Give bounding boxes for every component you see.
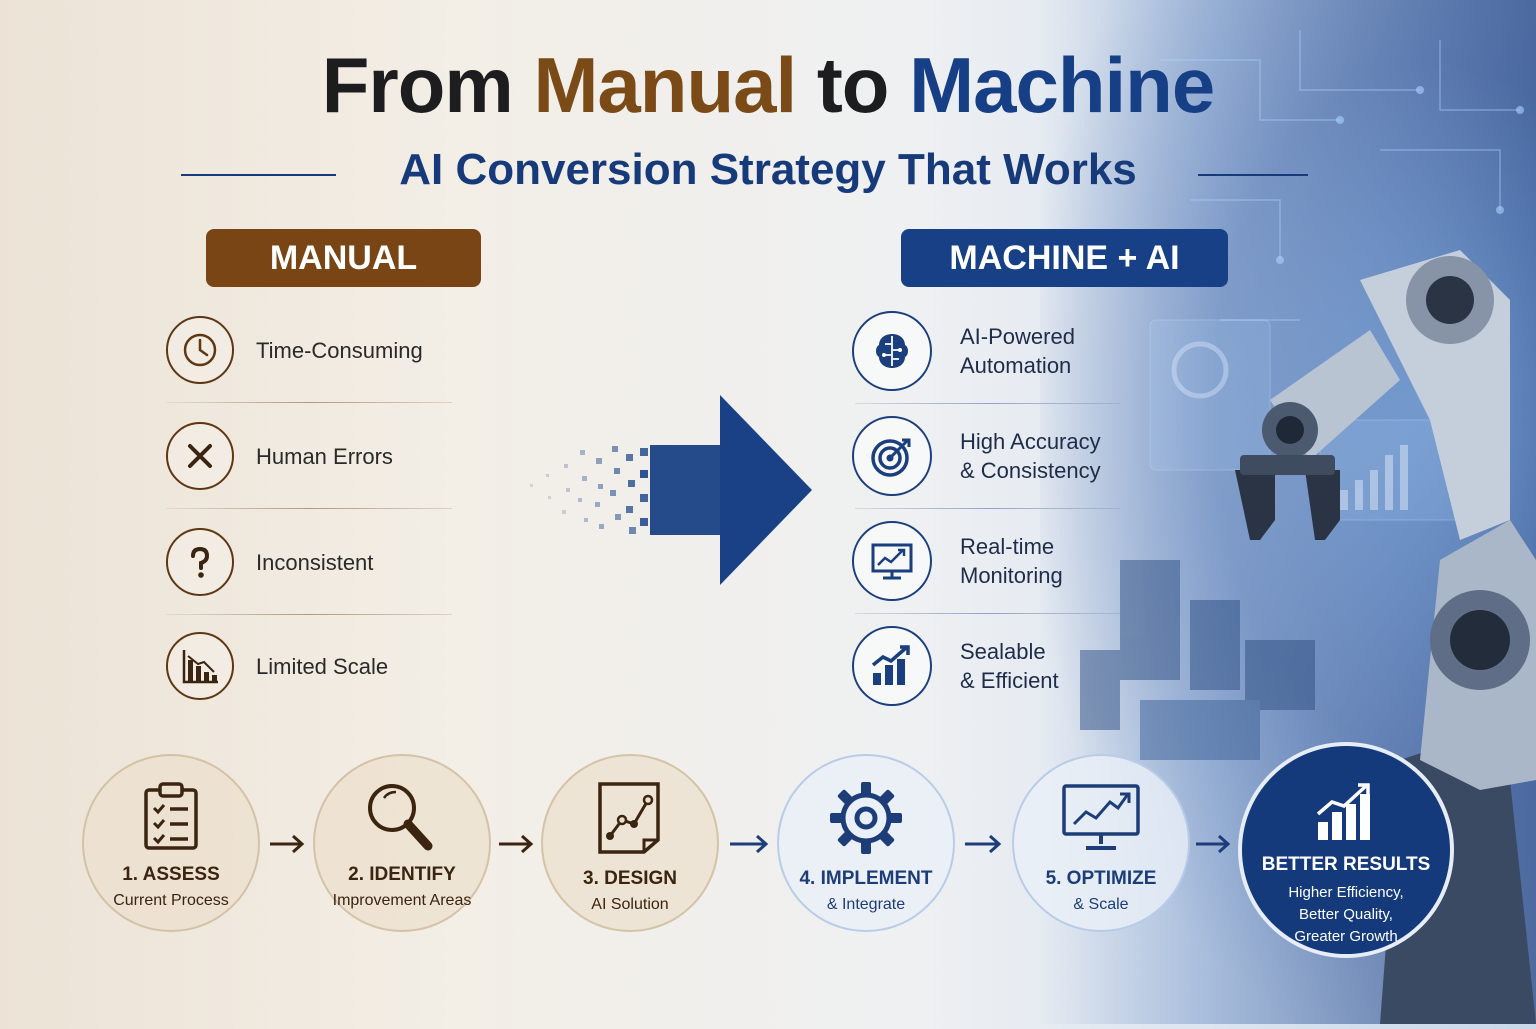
- machine-item-line1: Sealable: [960, 639, 1046, 664]
- step-optimize: 5. OPTIMIZE & Scale: [1012, 754, 1190, 932]
- machine-item-line2: & Consistency: [960, 458, 1101, 483]
- step-design: 3. DESIGN AI Solution: [541, 754, 719, 932]
- result-title: BETTER RESULTS: [1261, 854, 1431, 875]
- manual-item-text: Human Errors: [256, 443, 393, 469]
- machine-item-line2: Automation: [960, 353, 1072, 378]
- divider: [855, 403, 1120, 404]
- divider: [166, 508, 452, 509]
- arrow-right-icon: [730, 834, 769, 854]
- manual-item: Limited Scale: [166, 632, 388, 700]
- arrow-right-icon: [270, 834, 305, 854]
- title-part-to: to: [796, 41, 910, 129]
- title-part-manual: Manual: [533, 41, 797, 129]
- bar-chart-up-icon: [1316, 783, 1370, 840]
- gear-icon: [830, 782, 902, 854]
- step-title: 5. OPTIMIZE: [1045, 868, 1157, 889]
- title-part-from: From: [321, 41, 534, 129]
- divider: [855, 508, 1120, 509]
- result-description: Higher Efficiency, Better Quality, Great…: [1261, 882, 1431, 948]
- brain-icon: [852, 311, 932, 391]
- arrow-right-icon: [1196, 834, 1231, 854]
- machine-item-text: Sealable & Efficient: [960, 637, 1059, 695]
- arrow-right-icon: [499, 834, 534, 854]
- machine-item-text: AI-Powered Automation: [960, 322, 1075, 380]
- manual-item: Time-Consuming: [166, 316, 423, 384]
- page-title: From Manual to Machine: [0, 40, 1536, 131]
- step-title: 4. IMPLEMENT: [799, 868, 933, 889]
- subtitle-rule-left: [181, 174, 336, 176]
- machine-item-line1: Real-time: [960, 534, 1055, 559]
- monitor-chart-icon: [852, 521, 932, 601]
- result-line: Better Quality,: [1299, 906, 1393, 923]
- manual-item-text: Time-Consuming: [256, 337, 423, 363]
- result-line: Higher Efficiency,: [1288, 884, 1404, 901]
- target-icon: [852, 416, 932, 496]
- monitor-chart-icon: [1062, 784, 1140, 850]
- question-icon: [166, 528, 234, 596]
- machine-item-line2: & Efficient: [960, 668, 1059, 693]
- divider: [855, 613, 1120, 614]
- machine-item: AI-Powered Automation: [852, 311, 1075, 391]
- step-subtitle: AI Solution: [591, 896, 669, 913]
- manual-item-text: Limited Scale: [256, 653, 389, 679]
- manual-item: Inconsistent: [166, 528, 373, 596]
- declining-chart-icon: [166, 632, 234, 700]
- step-assess: 1. ASSESS Current Process: [82, 754, 260, 932]
- machine-item-line1: High Accuracy: [960, 429, 1101, 454]
- step-title: 3. DESIGN: [583, 868, 677, 889]
- step-identify: 2. IDENTIFY Improvement Areas: [313, 754, 491, 932]
- machine-ai-label: MACHINE + AI: [901, 229, 1228, 287]
- manual-item: Human Errors: [166, 422, 393, 490]
- subtitle-rule-right: [1198, 174, 1308, 176]
- machine-item-line2: Monitoring: [960, 563, 1063, 588]
- step-subtitle: & Scale: [1073, 896, 1129, 913]
- step-title: 1. ASSESS: [122, 864, 220, 885]
- transition-arrow-icon: [530, 395, 812, 585]
- machine-item: Sealable & Efficient: [852, 626, 1059, 706]
- step-subtitle: Current Process: [113, 892, 229, 909]
- manual-item-text: Inconsistent: [256, 549, 374, 575]
- title-part-machine: Machine: [909, 41, 1215, 129]
- subtitle: AI Conversion Strategy That Works: [399, 145, 1137, 194]
- arrow-right-icon: [965, 834, 1002, 854]
- clipboard-icon: [144, 782, 198, 850]
- machine-item: High Accuracy & Consistency: [852, 416, 1101, 496]
- clock-icon: [166, 316, 234, 384]
- step-subtitle: & Integrate: [826, 896, 906, 913]
- machine-item-line1: AI-Powered: [960, 324, 1075, 349]
- step-subtitle: Improvement Areas: [332, 892, 472, 909]
- divider: [166, 402, 452, 403]
- machine-item: Real-time Monitoring: [852, 521, 1063, 601]
- divider: [166, 614, 452, 615]
- growth-chart-icon: [852, 626, 932, 706]
- machine-item-text: High Accuracy & Consistency: [960, 427, 1101, 485]
- design-doc-icon: [598, 782, 660, 854]
- robot-arm-illustration: [1080, 30, 1536, 1024]
- machine-item-text: Real-time Monitoring: [960, 532, 1063, 590]
- step-implement: 4. IMPLEMENT & Integrate: [777, 754, 955, 932]
- step-title: 2. IDENTIFY: [348, 864, 456, 885]
- result-line: Greater Growth: [1294, 928, 1398, 945]
- manual-label: MANUAL: [206, 229, 481, 287]
- magnifier-icon: [368, 784, 433, 851]
- x-mark-icon: [166, 422, 234, 490]
- better-results: BETTER RESULTS Higher Efficiency, Better…: [1238, 742, 1454, 958]
